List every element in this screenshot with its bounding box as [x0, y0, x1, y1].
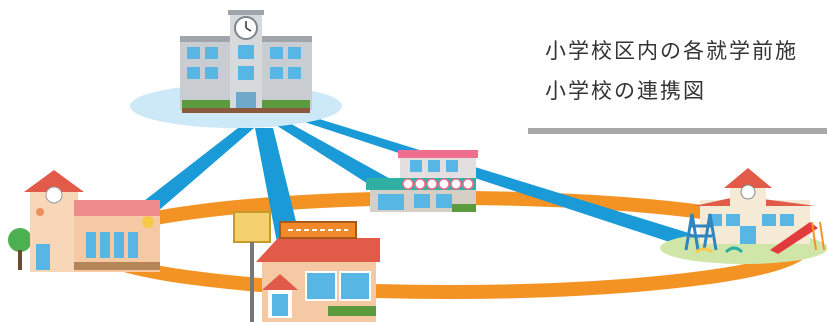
- diagram-caption: 小学校区内の各就学前施 小学校の連携図: [545, 38, 827, 118]
- playground-school-icon: [660, 168, 827, 264]
- nursery-icon: [8, 170, 160, 272]
- elementary-school-icon: [130, 10, 342, 128]
- link-line-preschool: [268, 120, 396, 194]
- link-line-playground-school: [280, 110, 705, 252]
- caption-line-1: 小学校区内の各就学前施: [545, 39, 798, 63]
- preschool-icon: [366, 150, 478, 212]
- link-line-nursery: [122, 128, 254, 218]
- caption-underline: [528, 128, 827, 134]
- caption-line-2: 小学校の連携図: [545, 79, 706, 103]
- kindergarten-icon: [233, 211, 380, 322]
